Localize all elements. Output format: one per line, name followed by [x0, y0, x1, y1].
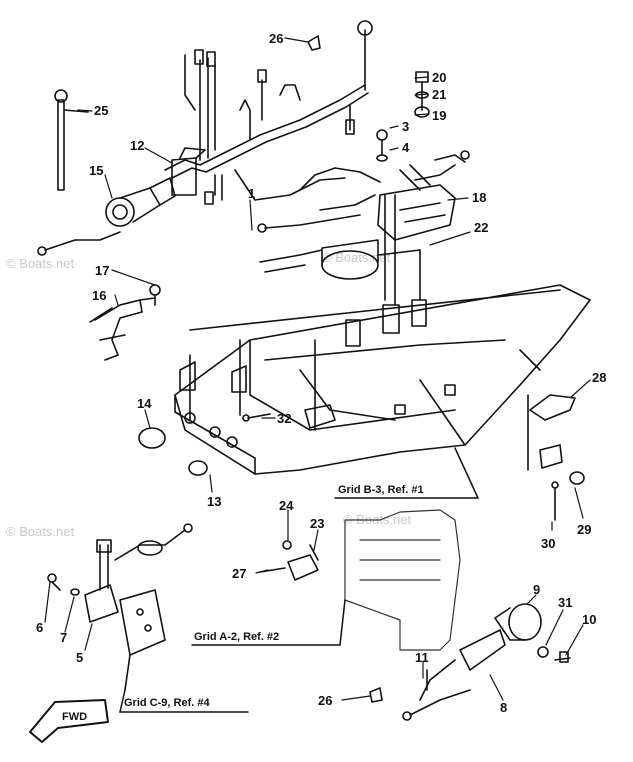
callouts: 1 3 4 5 6 7 8 9 10 11 12 13 14 15 16 17 … [36, 31, 606, 715]
grid-references: Grid B-3, Ref. #1 Grid A-2, Ref. #2 Grid… [124, 484, 424, 709]
callout-11: 11 [415, 650, 429, 665]
callout-15: 15 [89, 163, 103, 178]
part-32-screw [242, 413, 271, 422]
part-19-collar [414, 106, 430, 118]
watermark-left-bottom: © Boats.net [6, 524, 75, 539]
part-29-clamp [539, 444, 585, 485]
part-17-bolt [149, 284, 161, 306]
callout-17: 17 [95, 263, 109, 278]
callout-26-top: 26 [269, 31, 283, 46]
part-10-bolt [554, 651, 571, 663]
part-6-bolt [47, 573, 61, 591]
callout-29: 29 [577, 522, 591, 537]
part-5-cdi-unit [84, 523, 193, 623]
powerhead-outline [344, 509, 461, 651]
part-1-wire-lead [257, 194, 376, 233]
part-4-washer [376, 154, 388, 162]
callout-13: 13 [207, 494, 221, 509]
part-9-starter-cap [494, 603, 542, 641]
part-18-electrical-box [377, 150, 470, 241]
watermark-left-top: © Boats.net [6, 256, 75, 271]
part-26-clip-bottom [369, 687, 383, 703]
callout-27: 27 [232, 566, 246, 581]
part-7-washer [70, 588, 80, 596]
ref-grid-a2: Grid A-2, Ref. #2 [194, 631, 279, 643]
callout-24: 24 [279, 498, 294, 513]
callout-1: 1 [248, 186, 255, 201]
callout-32: 32 [277, 411, 291, 426]
callout-23: 23 [310, 516, 324, 531]
part-28-bracket [527, 394, 576, 471]
callout-12: 12 [130, 138, 144, 153]
part-22-starter-solenoid [259, 239, 421, 280]
callout-6: 6 [36, 620, 43, 635]
leader-lines [44, 37, 591, 701]
fwd-arrow-label: FWD [62, 711, 87, 723]
callout-18: 18 [472, 190, 486, 205]
support-posts [345, 194, 427, 347]
part-23-fuse-holder [287, 544, 319, 581]
callout-30: 30 [541, 536, 555, 551]
mounting-plate [119, 589, 166, 691]
ref-grid-b3: Grid B-3, Ref. #1 [338, 484, 424, 496]
part-31-washer [537, 646, 549, 658]
callout-7: 7 [60, 630, 67, 645]
part-30-screw [551, 481, 559, 521]
part-24-screw [282, 540, 292, 550]
part-12-wire-harness [164, 20, 381, 205]
watermark-center: © Boats.net [322, 250, 391, 265]
callout-22: 22 [474, 220, 488, 235]
bottom-cowling [174, 284, 591, 475]
callout-25: 25 [94, 103, 108, 118]
callout-3: 3 [402, 119, 409, 134]
callout-14: 14 [137, 396, 152, 411]
callout-20: 20 [432, 70, 446, 85]
callout-19: 19 [432, 108, 446, 123]
part-25-cable-tie [54, 89, 89, 191]
callout-5: 5 [76, 650, 83, 665]
callout-31: 31 [558, 595, 572, 610]
fwd-arrow: FWD [29, 699, 109, 743]
part-26-clip-top [307, 35, 321, 51]
part-13-plug [188, 460, 208, 476]
ref-grid-c9: Grid C-9, Ref. #4 [124, 697, 210, 709]
callout-21: 21 [432, 87, 446, 102]
callout-9: 9 [533, 582, 540, 597]
part-15-main-switch [37, 177, 176, 256]
callout-26-bottom: 26 [318, 693, 332, 708]
callout-8: 8 [500, 700, 507, 715]
reference-lines [119, 447, 479, 713]
part-16-bracket [89, 297, 156, 361]
part-14-grommet [138, 427, 166, 449]
callout-16: 16 [92, 288, 106, 303]
callout-4: 4 [402, 140, 410, 155]
part-8-starter-motor [402, 629, 506, 721]
callout-10: 10 [582, 612, 596, 627]
callout-28: 28 [592, 370, 606, 385]
part-3-bolt [376, 129, 388, 156]
